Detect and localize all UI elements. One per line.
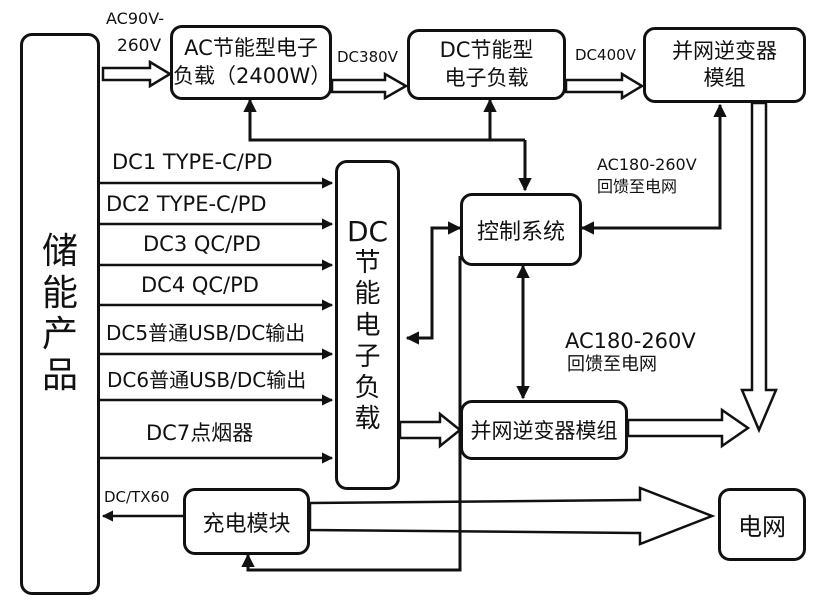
storage-char-3: 产 [41, 314, 78, 355]
feedback-mid-line2: 回馈至电网 [567, 354, 657, 375]
dc400-hollow-arrow [564, 71, 645, 101]
dc-output-label-7: DC7点烟器 [146, 421, 254, 445]
dc-load-mid-box: DC 节 能 电 子 负 载 [335, 160, 400, 490]
grid-box: 电网 [718, 488, 806, 561]
dc-output-label-5: DC5普通USB/DC输出 [106, 321, 306, 345]
dc-output-label-4: DC4 QC/PD [141, 273, 259, 297]
inverter-top-box: 并网逆变器 模组 [643, 27, 806, 103]
charger-box: 充电模块 [183, 488, 310, 555]
dc-load-top-box: DC节能型 电子负载 [407, 29, 566, 100]
dc-load-mid-char-5: 负 [354, 372, 381, 403]
control-system-box: 控制系统 [460, 193, 582, 266]
feedback-top-line1: AC180-260V [597, 155, 697, 174]
dc380-label: DC380V [337, 48, 398, 66]
ac-load-box: AC节能型电子 负载（2400W） [170, 25, 332, 100]
dc-load-top-line2: 电子负载 [444, 65, 529, 90]
charger-label: 充电模块 [202, 511, 291, 537]
dc-load-mid-char-2: 能 [354, 279, 381, 310]
dc-tx60-label: DC/TX60 [104, 488, 170, 506]
dc-load-mid-label: DC 节 能 电 子 负 载 [347, 215, 388, 436]
control-dc-load-mid-link [405, 221, 462, 345]
dc-load-mid-char-6: 载 [354, 404, 381, 435]
dc-load-top-line1: DC节能型 [439, 38, 534, 63]
dc-load-mid-line1: DC [346, 214, 389, 248]
inverter-mid-box: 并网逆变器模组 [460, 400, 628, 460]
dc-output-label-1: DC1 TYPE-C/PD [112, 150, 273, 174]
storage-char-4: 品 [41, 355, 78, 397]
dc-load-mid-char-1: 节 [354, 248, 381, 279]
grid-label: 电网 [738, 513, 786, 541]
ac-input-label-line1: AC90V- [106, 9, 164, 28]
ac-input-label-line2: 260V [117, 36, 162, 56]
dcload-to-inverter-hollow-arrow [398, 411, 463, 449]
dc-output-label-3: DC3 QC/PD [143, 232, 261, 256]
control-system-label: 控制系统 [476, 219, 565, 245]
dc-output-label-2: DC2 TYPE-C/PD [106, 192, 267, 216]
dc-load-mid-char-3: 电 [354, 310, 381, 341]
inverter-mid-label: 并网逆变器模组 [470, 419, 618, 443]
dc380-hollow-arrow [330, 71, 409, 101]
storage-product-label: 储 能 产 品 [42, 231, 78, 397]
ac-load-line1: AC节能型电子 [184, 36, 318, 61]
dc400-label: DC400V [575, 46, 636, 64]
ac-load-line2: 负载（2400W） [173, 63, 332, 88]
inverter-top-line1: 并网逆变器 [672, 38, 777, 63]
feedback-mid-line1: AC180-260V [565, 329, 696, 353]
feedback-top-line2: 回馈至电网 [597, 177, 678, 196]
storage-char-1: 储 [41, 231, 78, 273]
ac-input-hollow-arrow [101, 59, 173, 89]
inverter-top-line2: 模组 [703, 66, 746, 90]
charger-grid-hollow-arrow [308, 486, 716, 546]
ac-load-control-link [243, 98, 525, 142]
control-inverter-top-link [580, 103, 727, 235]
storage-char-2: 能 [41, 272, 78, 314]
inverter-mid-to-grid-hollow-arrow [626, 407, 751, 449]
dc-load-mid-char-4: 子 [354, 341, 381, 372]
inverter-top-to-grid-hollow-arrow [740, 101, 778, 434]
storage-product-box: 储 能 产 品 [20, 33, 100, 595]
dc-output-label-6: DC6普通USB/DC输出 [107, 368, 307, 392]
